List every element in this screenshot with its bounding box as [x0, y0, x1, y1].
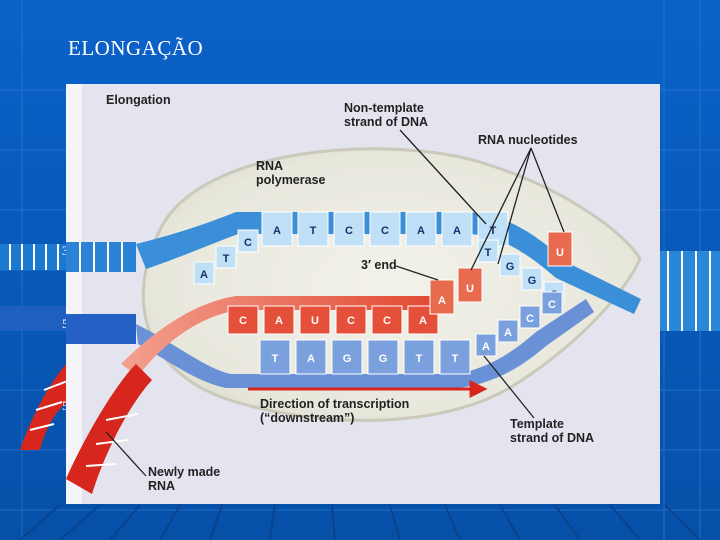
svg-text:T: T	[272, 353, 279, 365]
svg-text:C: C	[383, 315, 391, 327]
non-template-label: Non-template	[344, 101, 424, 115]
svg-text:T: T	[452, 353, 459, 365]
svg-text:A: A	[273, 225, 281, 237]
non-template-base: C	[333, 211, 365, 247]
panel-label: Elongation	[106, 93, 171, 107]
rna-base: A	[263, 305, 295, 335]
svg-text:A: A	[419, 315, 427, 327]
non-template-base: C	[237, 229, 259, 253]
template-base: G	[331, 339, 363, 375]
template-strand-label: strand of DNA	[510, 431, 594, 445]
direction-label: (“downstream”)	[260, 411, 354, 425]
svg-text:T: T	[485, 247, 492, 259]
svg-text:C: C	[347, 315, 355, 327]
svg-text:A: A	[307, 353, 315, 365]
slide-title: ELONGAÇÃO	[68, 36, 204, 60]
leader-lines	[105, 129, 565, 477]
svg-text:C: C	[345, 225, 353, 237]
svg-text:G: G	[506, 261, 515, 273]
svg-text:T: T	[310, 225, 317, 237]
svg-text:U: U	[556, 247, 564, 259]
svg-text:T: T	[416, 353, 423, 365]
svg-text:C: C	[381, 225, 389, 237]
svg-text:A: A	[417, 225, 425, 237]
template-base: A	[475, 333, 497, 357]
svg-text:U: U	[311, 315, 319, 327]
svg-text:C: C	[526, 313, 534, 325]
template-base: T	[403, 339, 435, 375]
free-rna-nucleotide: A	[429, 279, 455, 315]
non-template-base: A	[193, 261, 215, 285]
svg-text:A: A	[438, 295, 446, 307]
svg-text:C: C	[548, 299, 556, 311]
non-template-base: G	[521, 267, 543, 291]
non-template-base: T	[215, 245, 237, 269]
template-base: T	[259, 339, 291, 375]
svg-text:A: A	[453, 225, 461, 237]
rna-polymerase-label: polymerase	[256, 173, 326, 187]
direction-label: Direction of transcription	[260, 397, 409, 411]
rna-base: C	[335, 305, 367, 335]
svg-text:T: T	[490, 225, 497, 237]
svg-text:G: G	[528, 275, 537, 287]
template-base: A	[497, 319, 519, 343]
svg-text:A: A	[200, 269, 208, 281]
template-base: T	[439, 339, 471, 375]
non-template-base: C	[369, 211, 401, 247]
non-template-base: T	[297, 211, 329, 247]
svg-text:G: G	[379, 353, 388, 365]
rna-polymerase-label: RNA	[256, 159, 283, 173]
non-template-base: A	[261, 211, 293, 247]
free-rna-nucleotide: U	[457, 267, 483, 303]
svg-text:C: C	[239, 315, 247, 327]
rna-nucleotides-label: RNA nucleotides	[478, 133, 578, 147]
rna-base: C	[227, 305, 259, 335]
non-template-label: strand of DNA	[344, 115, 428, 129]
svg-text:T: T	[223, 253, 230, 265]
svg-text:G: G	[343, 353, 352, 365]
dna-left-duplex	[66, 242, 136, 344]
non-template-base: T	[477, 211, 509, 247]
non-template-strand	[136, 212, 641, 314]
newly-made-rna-label: Newly made	[148, 465, 220, 479]
template-base: A	[295, 339, 327, 375]
svg-text:A: A	[275, 315, 283, 327]
rna-base: U	[299, 305, 331, 335]
non-template-base: A	[405, 211, 437, 247]
svg-text:C: C	[244, 237, 252, 249]
rna-strand	[66, 296, 451, 494]
dna-left-extension	[0, 244, 70, 450]
template-base: C	[519, 305, 541, 329]
newly-made-rna-label: RNA	[148, 479, 175, 493]
three-prime-end-label: 3′ end	[361, 258, 397, 272]
dna-right-extension	[656, 251, 720, 331]
template-base: C	[541, 291, 563, 315]
template-strand-label: Template	[510, 417, 564, 431]
non-template-base: A	[441, 211, 473, 247]
non-template-base: G	[499, 253, 521, 277]
template-base: G	[367, 339, 399, 375]
svg-text:A: A	[482, 341, 490, 353]
svg-text:U: U	[466, 283, 474, 295]
svg-text:A: A	[504, 327, 512, 339]
free-rna-nucleotide: U	[547, 231, 573, 267]
rna-base: C	[371, 305, 403, 335]
